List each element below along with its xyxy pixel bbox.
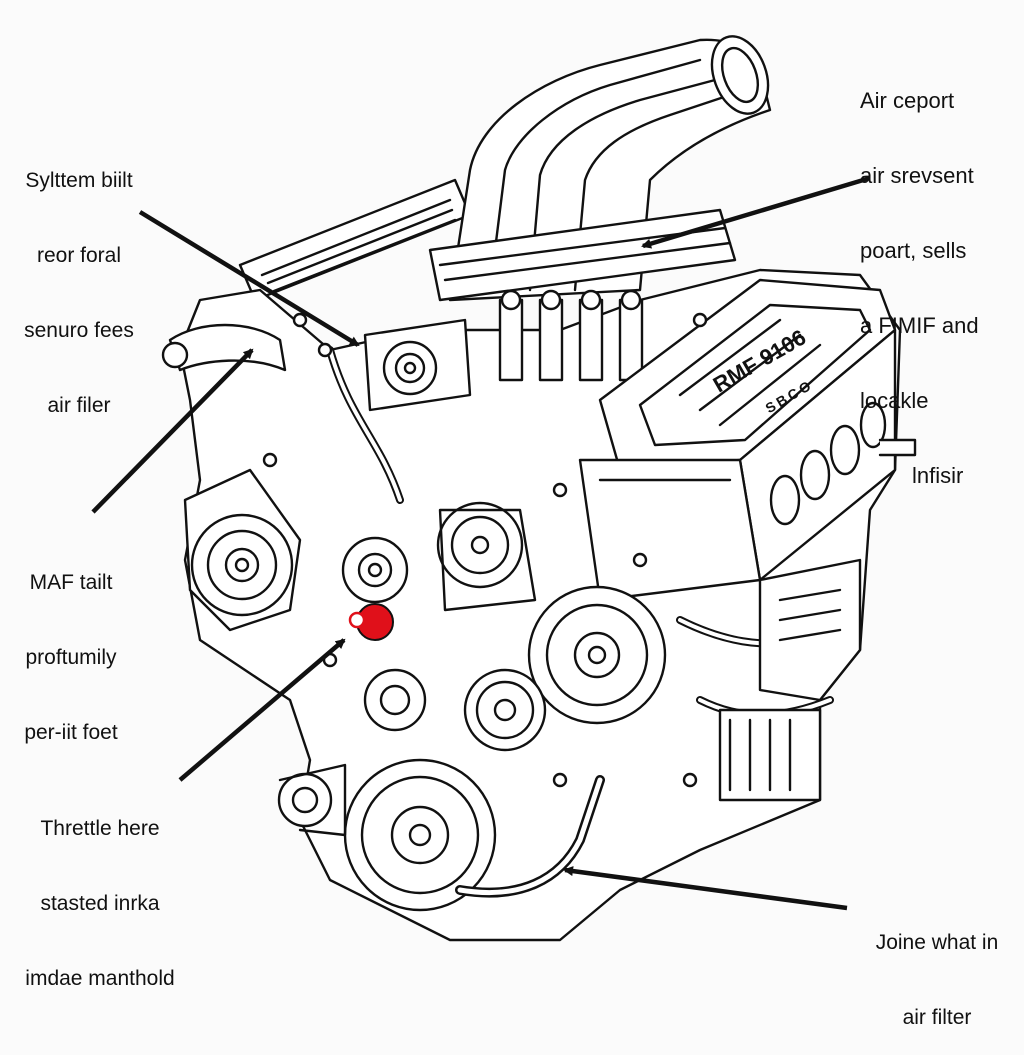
upper-hose bbox=[161, 323, 404, 504]
callout-line: stasted inrka bbox=[40, 892, 160, 915]
callout-line: lnfisir bbox=[912, 463, 964, 488]
callout-line: reor foral bbox=[36, 244, 122, 267]
callout-line: Air ceport bbox=[860, 88, 955, 113]
highlighted-sensor bbox=[348, 603, 394, 641]
intake-rail bbox=[238, 178, 472, 302]
arrow-bottom-left bbox=[178, 638, 346, 782]
idler-pulley-center bbox=[436, 501, 537, 612]
callout-line: proftumily bbox=[25, 646, 117, 669]
callout-line: poart, sells bbox=[860, 238, 967, 263]
callout-line: Threttle here bbox=[40, 817, 160, 840]
callout-line: locakle bbox=[860, 388, 929, 413]
callout-line: a FIMIF and bbox=[860, 313, 979, 338]
callout-line: air filter bbox=[902, 1006, 972, 1029]
valve-cover bbox=[598, 278, 897, 472]
tensioner-pulley bbox=[341, 536, 409, 604]
callout-label-top-right: Air ceport air srevsent poart, sells a F… bbox=[860, 38, 1020, 513]
small-pulley-bottom-left bbox=[277, 763, 347, 837]
callout-label-top-left: Sylttem biilt reor foral senuro fees air… bbox=[6, 118, 152, 443]
alternator-pulley bbox=[183, 468, 302, 632]
front-block bbox=[578, 458, 762, 602]
callout-line: Joine what in bbox=[875, 931, 999, 954]
arrow-top-left bbox=[138, 210, 360, 347]
callout-line: per-iit foet bbox=[24, 721, 118, 744]
lower-idlers bbox=[363, 668, 547, 752]
callout-arrows bbox=[91, 175, 871, 911]
callout-line: senuro fees bbox=[24, 319, 134, 342]
callout-line: imdae manthold bbox=[25, 967, 175, 990]
arrow-bottom-right bbox=[563, 866, 848, 911]
callout-label-bottom-right: Joine what in air filter bbox=[852, 880, 1022, 1055]
arrow-mid-left bbox=[91, 348, 254, 514]
arrow-top-right bbox=[641, 175, 871, 249]
callout-line: air srevsent bbox=[860, 163, 974, 188]
callout-label-bottom-left: Threttle here stasted inrka imdae mantho… bbox=[0, 766, 200, 1016]
throttle-body bbox=[363, 318, 472, 412]
crankshaft-pulley bbox=[343, 758, 497, 912]
callout-label-mid-left: MAF tailt proftumily per-iit foet bbox=[6, 520, 136, 770]
exhaust-manifold bbox=[718, 558, 862, 802]
callout-line: air filer bbox=[47, 394, 111, 417]
water-pump-pulley bbox=[527, 585, 667, 725]
intake-manifold bbox=[428, 35, 772, 302]
callout-line: MAF tailt bbox=[29, 571, 113, 594]
engine-illustration: RMF 9106 SBCO bbox=[161, 35, 917, 942]
callout-line: Sylttem biilt bbox=[25, 169, 133, 192]
engine-diagram: RMF 9106 SBCO bbox=[91, 35, 917, 942]
